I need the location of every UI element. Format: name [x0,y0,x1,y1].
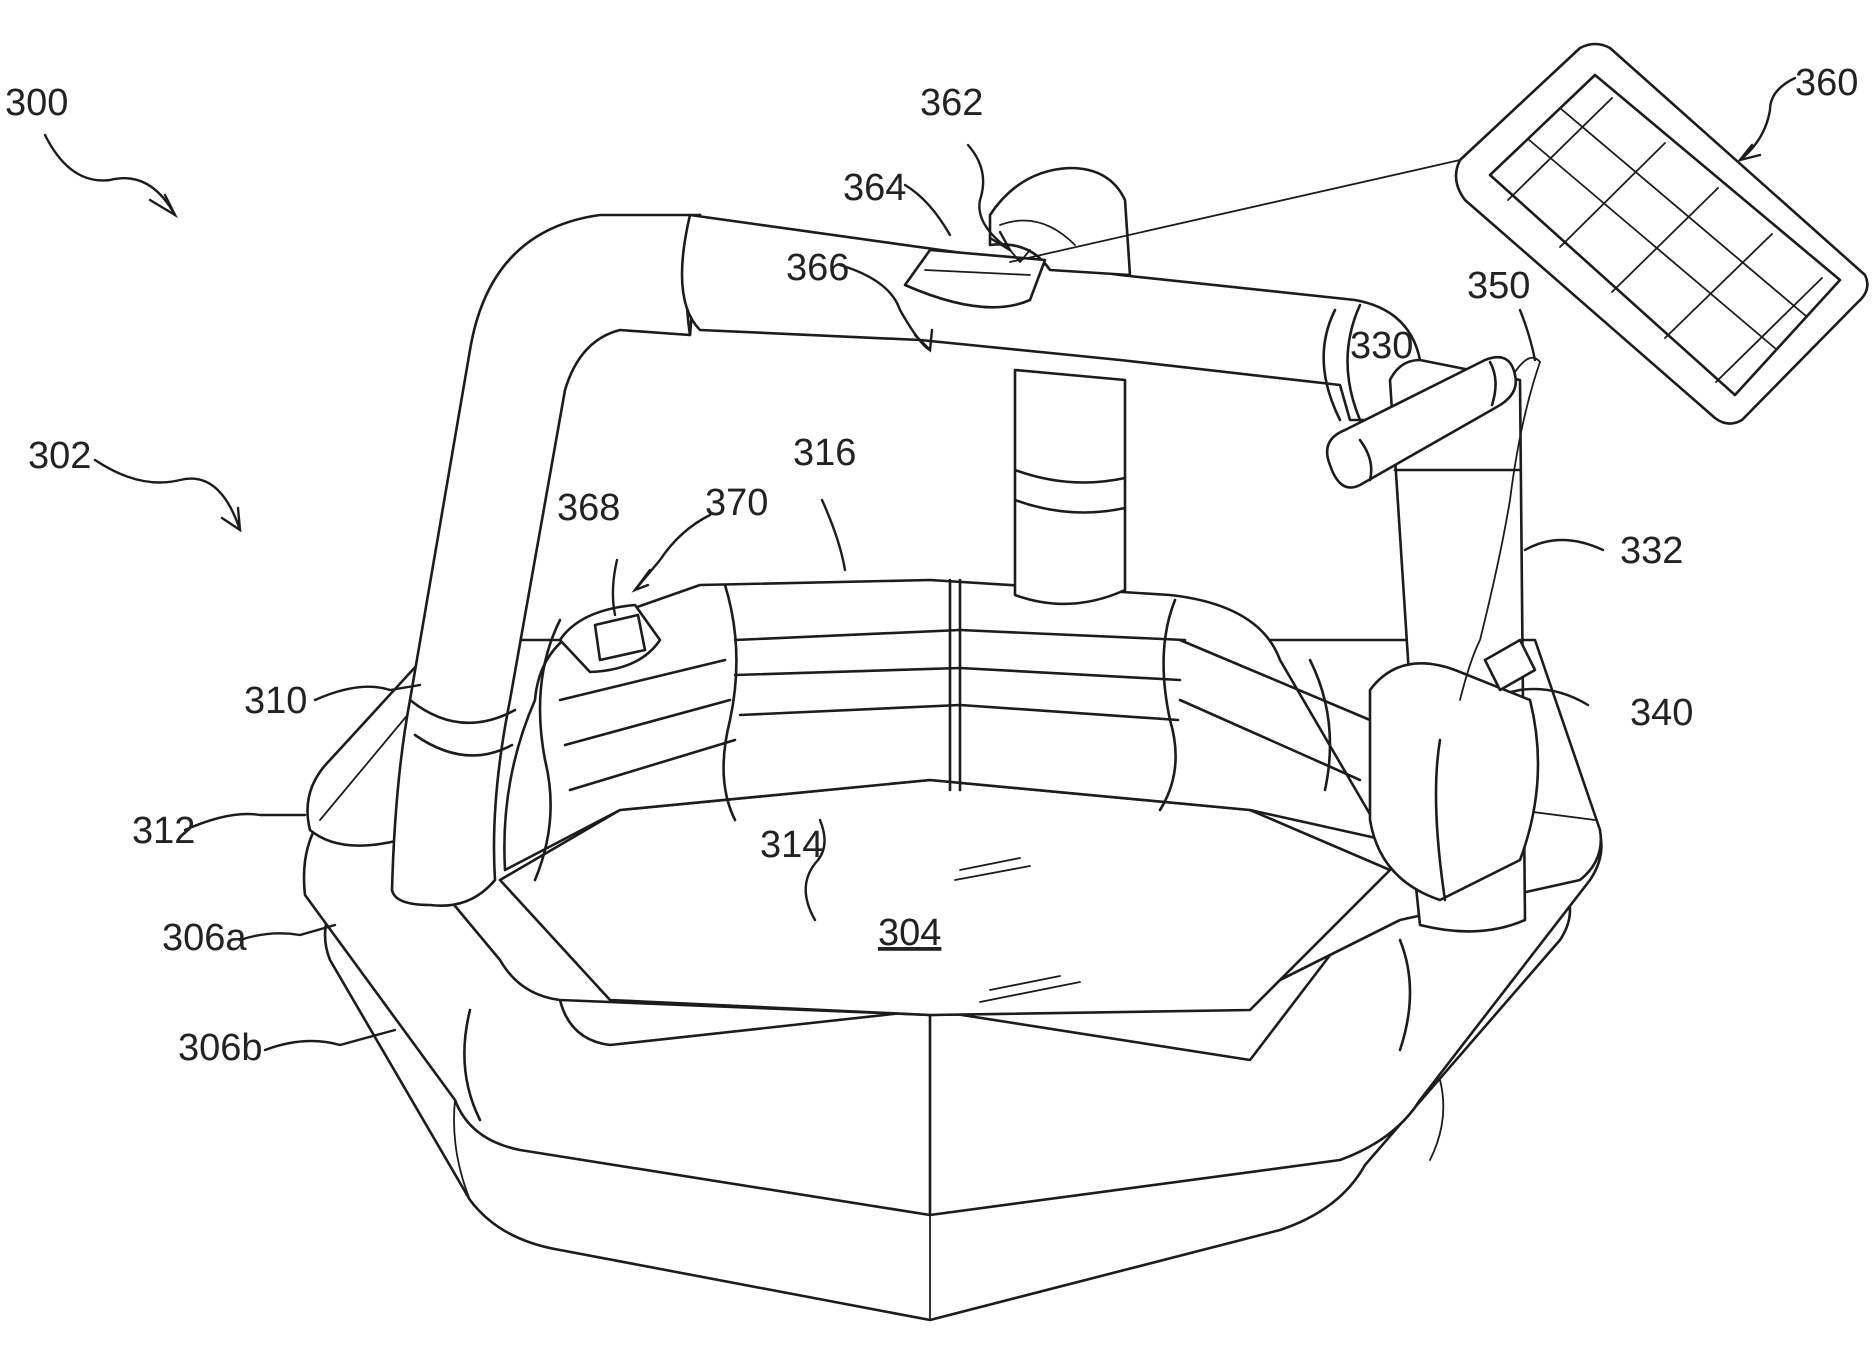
label-360: 360 [1795,62,1858,104]
label-316: 316 [793,432,856,474]
label-300: 300 [5,82,68,124]
label-350: 350 [1467,265,1530,307]
floor-304 [500,780,1390,1015]
label-306b: 306b [178,1027,263,1069]
label-304: 304 [878,912,941,954]
arch-center-post [1015,370,1125,604]
label-364: 364 [843,167,906,209]
label-306a: 306a [162,917,247,959]
label-330: 330 [1350,325,1413,367]
label-370: 370 [705,482,768,524]
label-332: 332 [1620,530,1683,572]
label-340: 340 [1630,692,1693,734]
label-312: 312 [132,810,195,852]
arch-right-elbow [1370,663,1538,900]
label-368: 368 [557,487,620,529]
label-314: 314 [760,824,823,866]
label-362: 362 [920,82,983,124]
label-302: 302 [28,435,91,477]
label-366: 366 [786,247,849,289]
label-310: 310 [244,680,307,722]
